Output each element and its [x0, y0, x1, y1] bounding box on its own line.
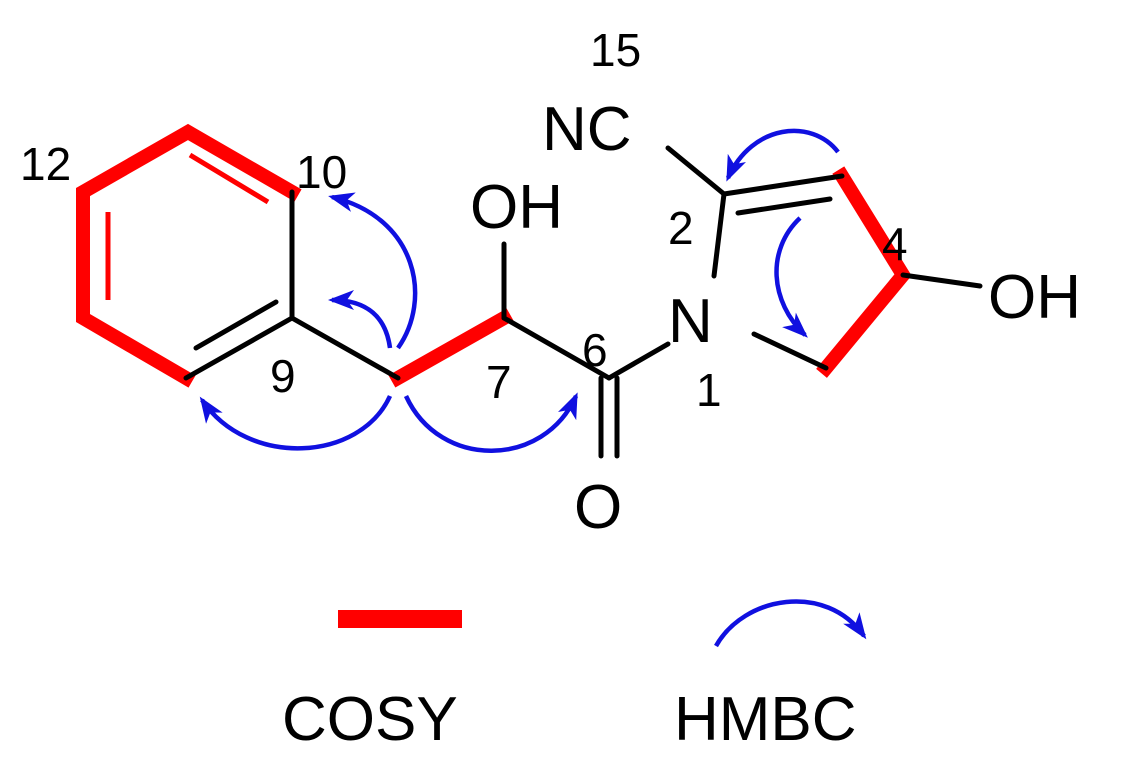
- bond-c4-oh: [900, 272, 983, 289]
- bond-c9-c8: [289, 315, 401, 381]
- hmbc-arrows: [199, 128, 840, 453]
- num-15: 15: [590, 24, 641, 76]
- cosy-h3-h4-h5: [816, 166, 912, 378]
- hmbc-h8-c9: [328, 290, 393, 349]
- bond-c2-c3: [721, 173, 845, 197]
- bond-n1-c2: [711, 191, 727, 279]
- legend-hmbc-swatch: [714, 599, 867, 648]
- num-6: 6: [582, 324, 608, 376]
- bond-n1-c5: [751, 331, 829, 371]
- cosy-h8-h7: [388, 308, 514, 388]
- hmbc-h8-c14: [199, 395, 393, 451]
- bond-c2-c3-inner: [735, 196, 833, 216]
- label-oh-ring: OH: [988, 263, 1081, 332]
- num-9: 9: [270, 350, 296, 402]
- num-7: 7: [486, 356, 512, 408]
- hmbc-h8-c10: [328, 192, 418, 350]
- label-n1: N: [668, 287, 713, 356]
- num-12: 12: [20, 138, 71, 190]
- label-nc: NC: [542, 95, 632, 164]
- bond-c2-cn: [665, 145, 727, 197]
- legend: COSY HMBC: [282, 599, 867, 754]
- legend-cosy-label: COSY: [282, 685, 458, 754]
- num-4: 4: [882, 218, 908, 270]
- hmbc-h8-c6: [403, 392, 579, 453]
- hmbc-h3-c5: [774, 216, 808, 338]
- bond-c9-c14-inner: [193, 299, 279, 351]
- label-oh-side: OH: [470, 173, 563, 242]
- position-numbers: 15 12 10 2 4 6 7 9 1: [20, 24, 908, 416]
- bond-c7-c6: [501, 315, 612, 381]
- num-10: 10: [296, 146, 347, 198]
- label-carbonyl-o: O: [574, 473, 622, 542]
- legend-hmbc-label: HMBC: [674, 685, 857, 754]
- atom-labels: NC OH N OH O: [470, 95, 1081, 542]
- num-1: 1: [696, 364, 722, 416]
- bond-c9-c14: [183, 315, 295, 381]
- inner-c10-c11: [188, 152, 270, 205]
- hmbc-h3-c2: [725, 128, 840, 182]
- num-2: 2: [668, 202, 694, 254]
- bond-c6-n1: [606, 341, 671, 381]
- skeleton-bonds: [183, 145, 983, 459]
- benzene-inner-lines: [105, 152, 270, 300]
- cosy-benzene-path: [76, 123, 302, 388]
